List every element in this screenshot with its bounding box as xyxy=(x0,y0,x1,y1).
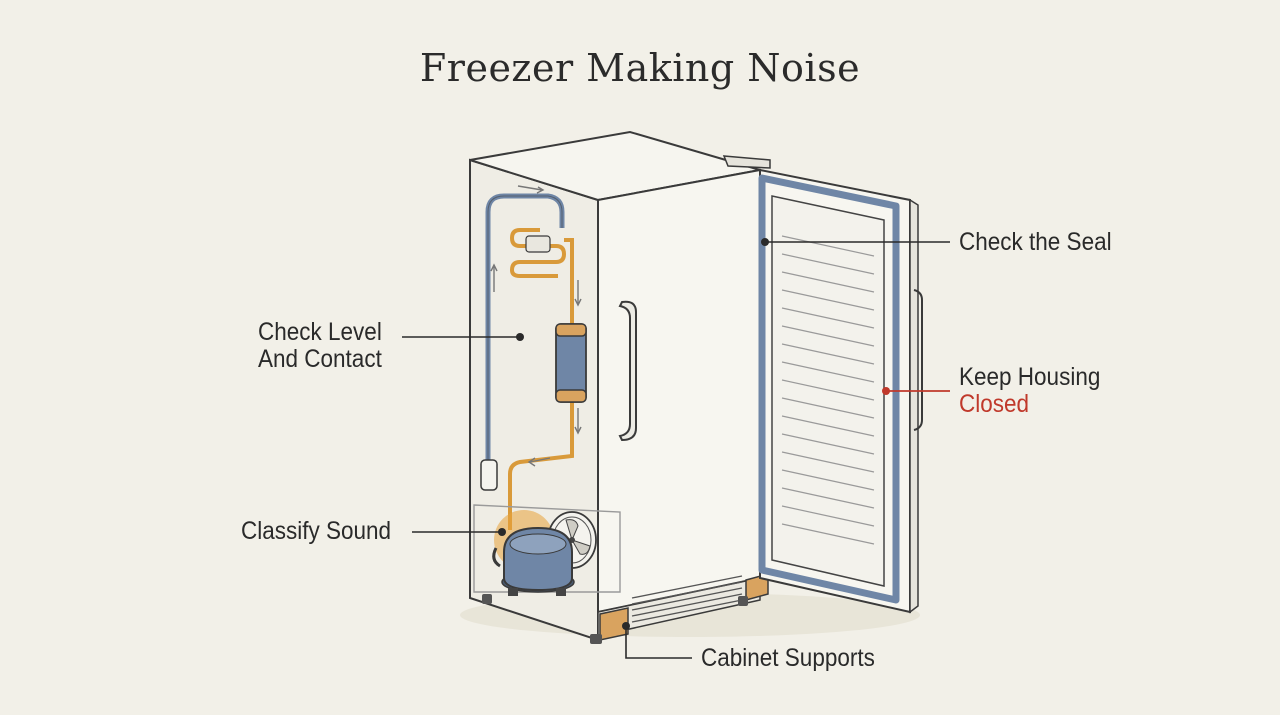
callout-keep-housing-closed: Keep Housing Closed xyxy=(959,364,1100,418)
callout-classify-sound: Classify Sound xyxy=(241,517,392,545)
callout-keep-housing-line1: Keep Housing xyxy=(959,363,1101,391)
door-liner-ribs xyxy=(781,235,875,545)
callout-keep-housing-line2: Closed xyxy=(959,390,1030,418)
door-gasket xyxy=(758,174,900,604)
flow-arrows xyxy=(490,185,582,467)
compressor-compartment xyxy=(473,504,621,593)
cabinet-front xyxy=(597,168,761,614)
compressor-icon xyxy=(492,526,575,596)
freezer-handle xyxy=(618,300,637,442)
leader-dots xyxy=(498,238,890,630)
top-hinge xyxy=(722,155,771,169)
evaporator-coil xyxy=(509,228,567,278)
callout-check-the-seal: Check the Seal xyxy=(959,228,1112,256)
callout-check-level-line2: And Contact xyxy=(258,345,382,373)
leader-supports xyxy=(625,626,692,659)
vent-grille xyxy=(631,575,743,623)
door-edge xyxy=(909,198,919,614)
page-title: Freezer Making Noise xyxy=(419,46,861,90)
coolant-line xyxy=(508,238,574,530)
evaporator-box xyxy=(525,235,551,253)
accumulator xyxy=(480,459,498,491)
door-handle-back xyxy=(913,289,923,431)
cabinet-support-pads xyxy=(599,573,769,641)
callout-check-level: Check Level And Contact xyxy=(258,319,382,373)
leader-lines xyxy=(402,241,950,659)
callout-cabinet-supports: Cabinet Supports xyxy=(701,644,875,672)
callout-check-level-line1: Check Level xyxy=(258,318,382,346)
cabinet-feet xyxy=(482,594,748,644)
